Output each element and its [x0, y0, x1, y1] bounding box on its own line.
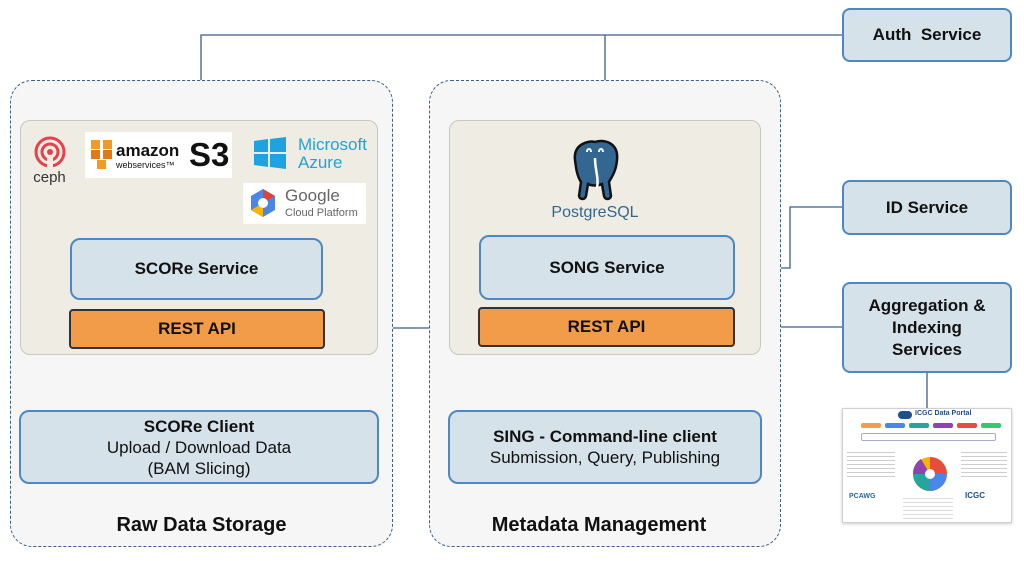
azure-logo: Microsoft Azure: [252, 133, 367, 175]
portal-title: ICGC Data Portal: [915, 410, 972, 417]
song-service: SONG Service: [479, 235, 735, 300]
azure-text: Azure: [298, 153, 343, 172]
score-rest-api: REST API: [69, 309, 325, 349]
score-rest-api-label: REST API: [158, 319, 236, 338]
icgc-portal-thumbnail: ICGC Data Portal PCAWG ICGC: [842, 408, 1012, 523]
id-service: ID Service: [842, 180, 1012, 235]
raw-data-storage-label: Raw Data Storage: [116, 514, 287, 536]
aws-cubes-icon: [91, 140, 112, 169]
google-text: Google: [285, 186, 340, 205]
portal-search-bar: [861, 433, 996, 441]
portal-pie-chart: [912, 457, 947, 491]
sing-client: SING - Command-line client Submission, Q…: [448, 410, 762, 484]
song-rest-api: REST API: [478, 307, 735, 347]
s3-text: S3: [189, 136, 230, 173]
ceph-logo: ceph: [22, 130, 77, 190]
score-service: SCORe Service: [70, 238, 323, 300]
postgresql-text: PostgreSQL: [551, 204, 639, 221]
postgresql-logo: PostgreSQL: [540, 138, 650, 226]
sing-client-title: SING - Command-line client: [493, 427, 717, 446]
webservices-text: webservices™: [116, 160, 175, 170]
portal-logo-icon: [898, 411, 912, 419]
score-client-line1: Upload / Download Data: [106, 437, 292, 457]
amazon-s3-logo: amazon webservices™ S3: [85, 132, 232, 178]
score-client-line2: (BAM Slicing): [147, 458, 251, 478]
cloud-platform-text: Cloud Platform: [285, 207, 358, 219]
elephant-icon: [573, 139, 619, 201]
score-service-label: SCORe Service: [134, 259, 259, 278]
portal-text-block: [847, 449, 895, 479]
song-rest-api-label: REST API: [567, 317, 646, 336]
icgc-label: ICGC: [965, 491, 985, 500]
metadata-management-label: Metadata Management: [491, 514, 707, 536]
google-cloud-icon: [251, 189, 275, 217]
song-service-label: SONG Service: [549, 257, 665, 277]
auth-service-label: Auth Service: [872, 25, 982, 44]
windows-icon: [254, 137, 286, 169]
score-client-title: SCORe Client: [143, 416, 255, 436]
pcawg-label: PCAWG: [849, 493, 876, 500]
amazon-text: amazon: [116, 141, 180, 160]
ceph-icon: [34, 136, 65, 169]
auth-line: [200, 34, 842, 80]
sing-client-line1: Submission, Query, Publishing: [489, 448, 721, 467]
score-client: SCORe Client Upload / Download Data (BAM…: [19, 410, 379, 484]
aggregation-line1: Aggregation &: [868, 295, 986, 315]
id-service-label: ID Service: [885, 197, 969, 217]
auth-service: Auth Service: [842, 8, 1012, 62]
aggregation-line3: Services: [892, 339, 962, 359]
microsoft-text: Microsoft: [298, 135, 367, 154]
aggregation-line2: Indexing: [892, 317, 962, 337]
google-cloud-logo: Google Cloud Platform: [243, 183, 366, 224]
aggregation-indexing-services: Aggregation & Indexing Services: [842, 282, 1012, 373]
ceph-text: ceph: [33, 168, 66, 186]
